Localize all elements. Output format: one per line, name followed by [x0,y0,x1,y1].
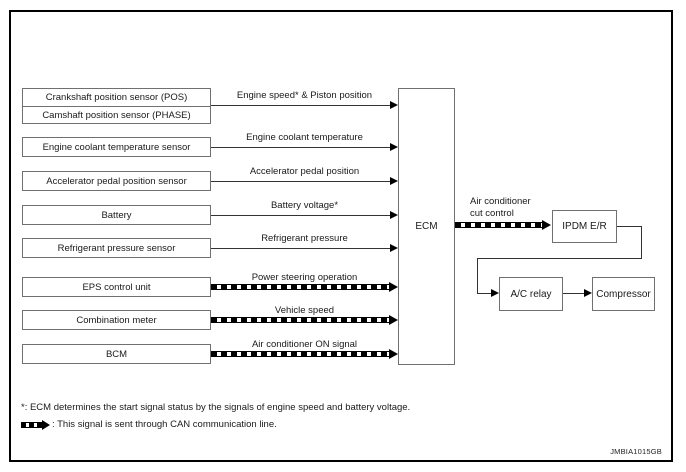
can-signal-line [211,351,389,357]
can-signal-line [211,317,389,323]
arrowhead-icon [390,177,398,185]
signal-label: Engine coolant temperature [246,132,363,143]
arrowhead-icon [542,220,551,230]
signal-label: Refrigerant pressure [261,233,348,244]
arrowhead-icon [390,244,398,252]
source-box-battery: Battery [22,205,211,225]
arrowhead-icon [491,289,499,297]
arrowhead-icon [584,289,592,297]
arrowhead-icon [390,143,398,151]
ecm-label: ECM [415,221,438,232]
source-box-combination-meter: Combination meter [22,310,211,330]
signal-line [211,248,390,249]
connector-segment [641,226,642,259]
source-box-label: Engine coolant temperature sensor [42,141,191,153]
source-box-label: Combination meter [76,314,157,326]
source-box-bcm: BCM [22,344,211,364]
source-box-label: Battery [101,209,132,221]
signal-label: Engine speed* & Piston position [236,90,373,101]
ecm-box: ECM [398,88,455,365]
cut-control-label-line1: Air conditioner [470,196,531,207]
can-line-legend-icon [21,421,42,428]
compressor-label: Compressor [596,288,651,300]
ac-relay-label: A/C relay [510,288,552,300]
connector-segment [477,258,642,259]
compressor-box: Compressor [592,277,655,311]
can-signal-line [455,222,542,228]
figure-id-watermark: JMBIA1015GB [610,447,662,456]
ipdm-box: IPDM E/R [552,210,617,243]
connector-segment [477,293,492,294]
signal-label: Power steering operation [251,272,358,283]
source-box-label: Accelerator pedal position sensor [46,175,187,187]
ac-relay-box: A/C relay [499,277,563,311]
signal-label: Accelerator pedal position [249,166,360,177]
cut-control-label: Air conditioner cut control [470,196,531,220]
signal-label: Battery voltage* [270,200,339,211]
footnote-asterisk: *: ECM determines the start signal statu… [21,402,411,413]
source-box-refrigerant-sensor: Refrigerant pressure sensor [22,238,211,258]
source-box-coolant-sensor: Engine coolant temperature sensor [22,137,211,157]
signal-line [211,105,390,106]
arrowhead-icon [389,315,398,325]
signal-line [211,147,390,148]
arrowhead-icon [390,101,398,109]
source-box-label: EPS control unit [82,281,151,293]
connector-segment [617,226,642,227]
signal-label: Vehicle speed [274,305,335,316]
can-legend-text: : This signal is sent through CAN commun… [52,419,277,430]
source-box-label: Crankshaft position sensor (POS) [45,92,188,103]
arrowhead-icon [42,419,50,430]
connector-segment [477,258,478,294]
source-box-crank-cam: Crankshaft position sensor (POS) Camshaf… [22,88,211,124]
source-box-accel-pedal-sensor: Accelerator pedal position sensor [22,171,211,191]
footnote-can-legend: : This signal is sent through CAN commun… [21,419,277,430]
source-box-label: Camshaft position sensor (PHASE) [23,106,210,123]
source-box-eps-control-unit: EPS control unit [22,277,211,297]
arrowhead-icon [389,282,398,292]
arrowhead-icon [390,211,398,219]
source-box-label: BCM [105,348,128,360]
can-signal-line [211,284,389,290]
signal-line [211,215,390,216]
connector-segment [563,293,585,294]
arrowhead-icon [389,349,398,359]
source-box-label: Refrigerant pressure sensor [57,242,176,254]
signal-line [211,181,390,182]
signal-label: Air conditioner ON signal [251,339,358,350]
ipdm-label: IPDM E/R [562,221,607,232]
cut-control-label-line2: cut control [470,208,514,219]
